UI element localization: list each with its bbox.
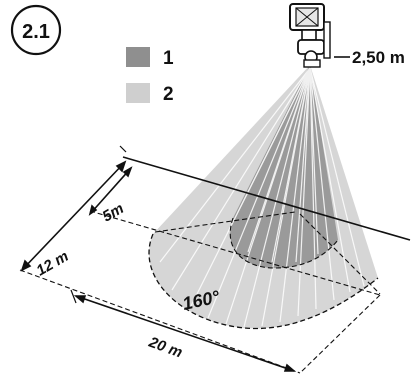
depth-inner-arrow: [89, 167, 132, 215]
width-arrowhead-right: [283, 363, 297, 372]
tick-left: [70, 289, 77, 304]
legend: 1 2: [126, 47, 174, 105]
tick-top: [119, 145, 127, 153]
wall-line: [122, 156, 411, 241]
width-label: 20 m: [146, 333, 185, 361]
beam-rays: [159, 67, 365, 328]
width-arrow: [75, 295, 295, 372]
legend-swatch-2: [126, 83, 150, 103]
legend-swatch-1: [126, 47, 150, 67]
legend-label-2: 2: [163, 84, 174, 105]
mount-bracket: [323, 21, 331, 59]
depth-outer-arrowhead-top: [115, 160, 127, 173]
twelve-meter-line: [19, 269, 301, 374]
inner-diagonal-line: [299, 213, 381, 295]
badge-circle: [10, 4, 62, 56]
depth-inner-label: 5m: [100, 200, 127, 226]
five-meter-line: [89, 210, 381, 296]
depth-inner-arrowhead-top: [122, 166, 133, 178]
depth-inner-arrowhead-bottom: [88, 204, 98, 216]
figure-badge: 2.1: [10, 4, 62, 56]
lamp-arm: [301, 29, 317, 41]
sensor-base: [303, 59, 321, 68]
width-arrowhead-left: [73, 295, 87, 304]
depth-outer-arrowhead-bottom: [20, 259, 32, 272]
badge-label: 2.1: [22, 21, 50, 43]
outer-zone-outline: [148, 233, 379, 330]
inner-zone-outline: [229, 217, 339, 269]
mount-height-label: 2,50 m: [352, 48, 405, 67]
sensor-light-fixture: [289, 3, 331, 68]
dimension-arrows: [20, 145, 297, 372]
right-boundary-line: [299, 294, 381, 374]
legend-label-1: 1: [163, 48, 174, 69]
depth-outer-arrow: [21, 161, 126, 271]
ground-plane: [19, 156, 411, 374]
lens-cross-b: [295, 7, 319, 27]
